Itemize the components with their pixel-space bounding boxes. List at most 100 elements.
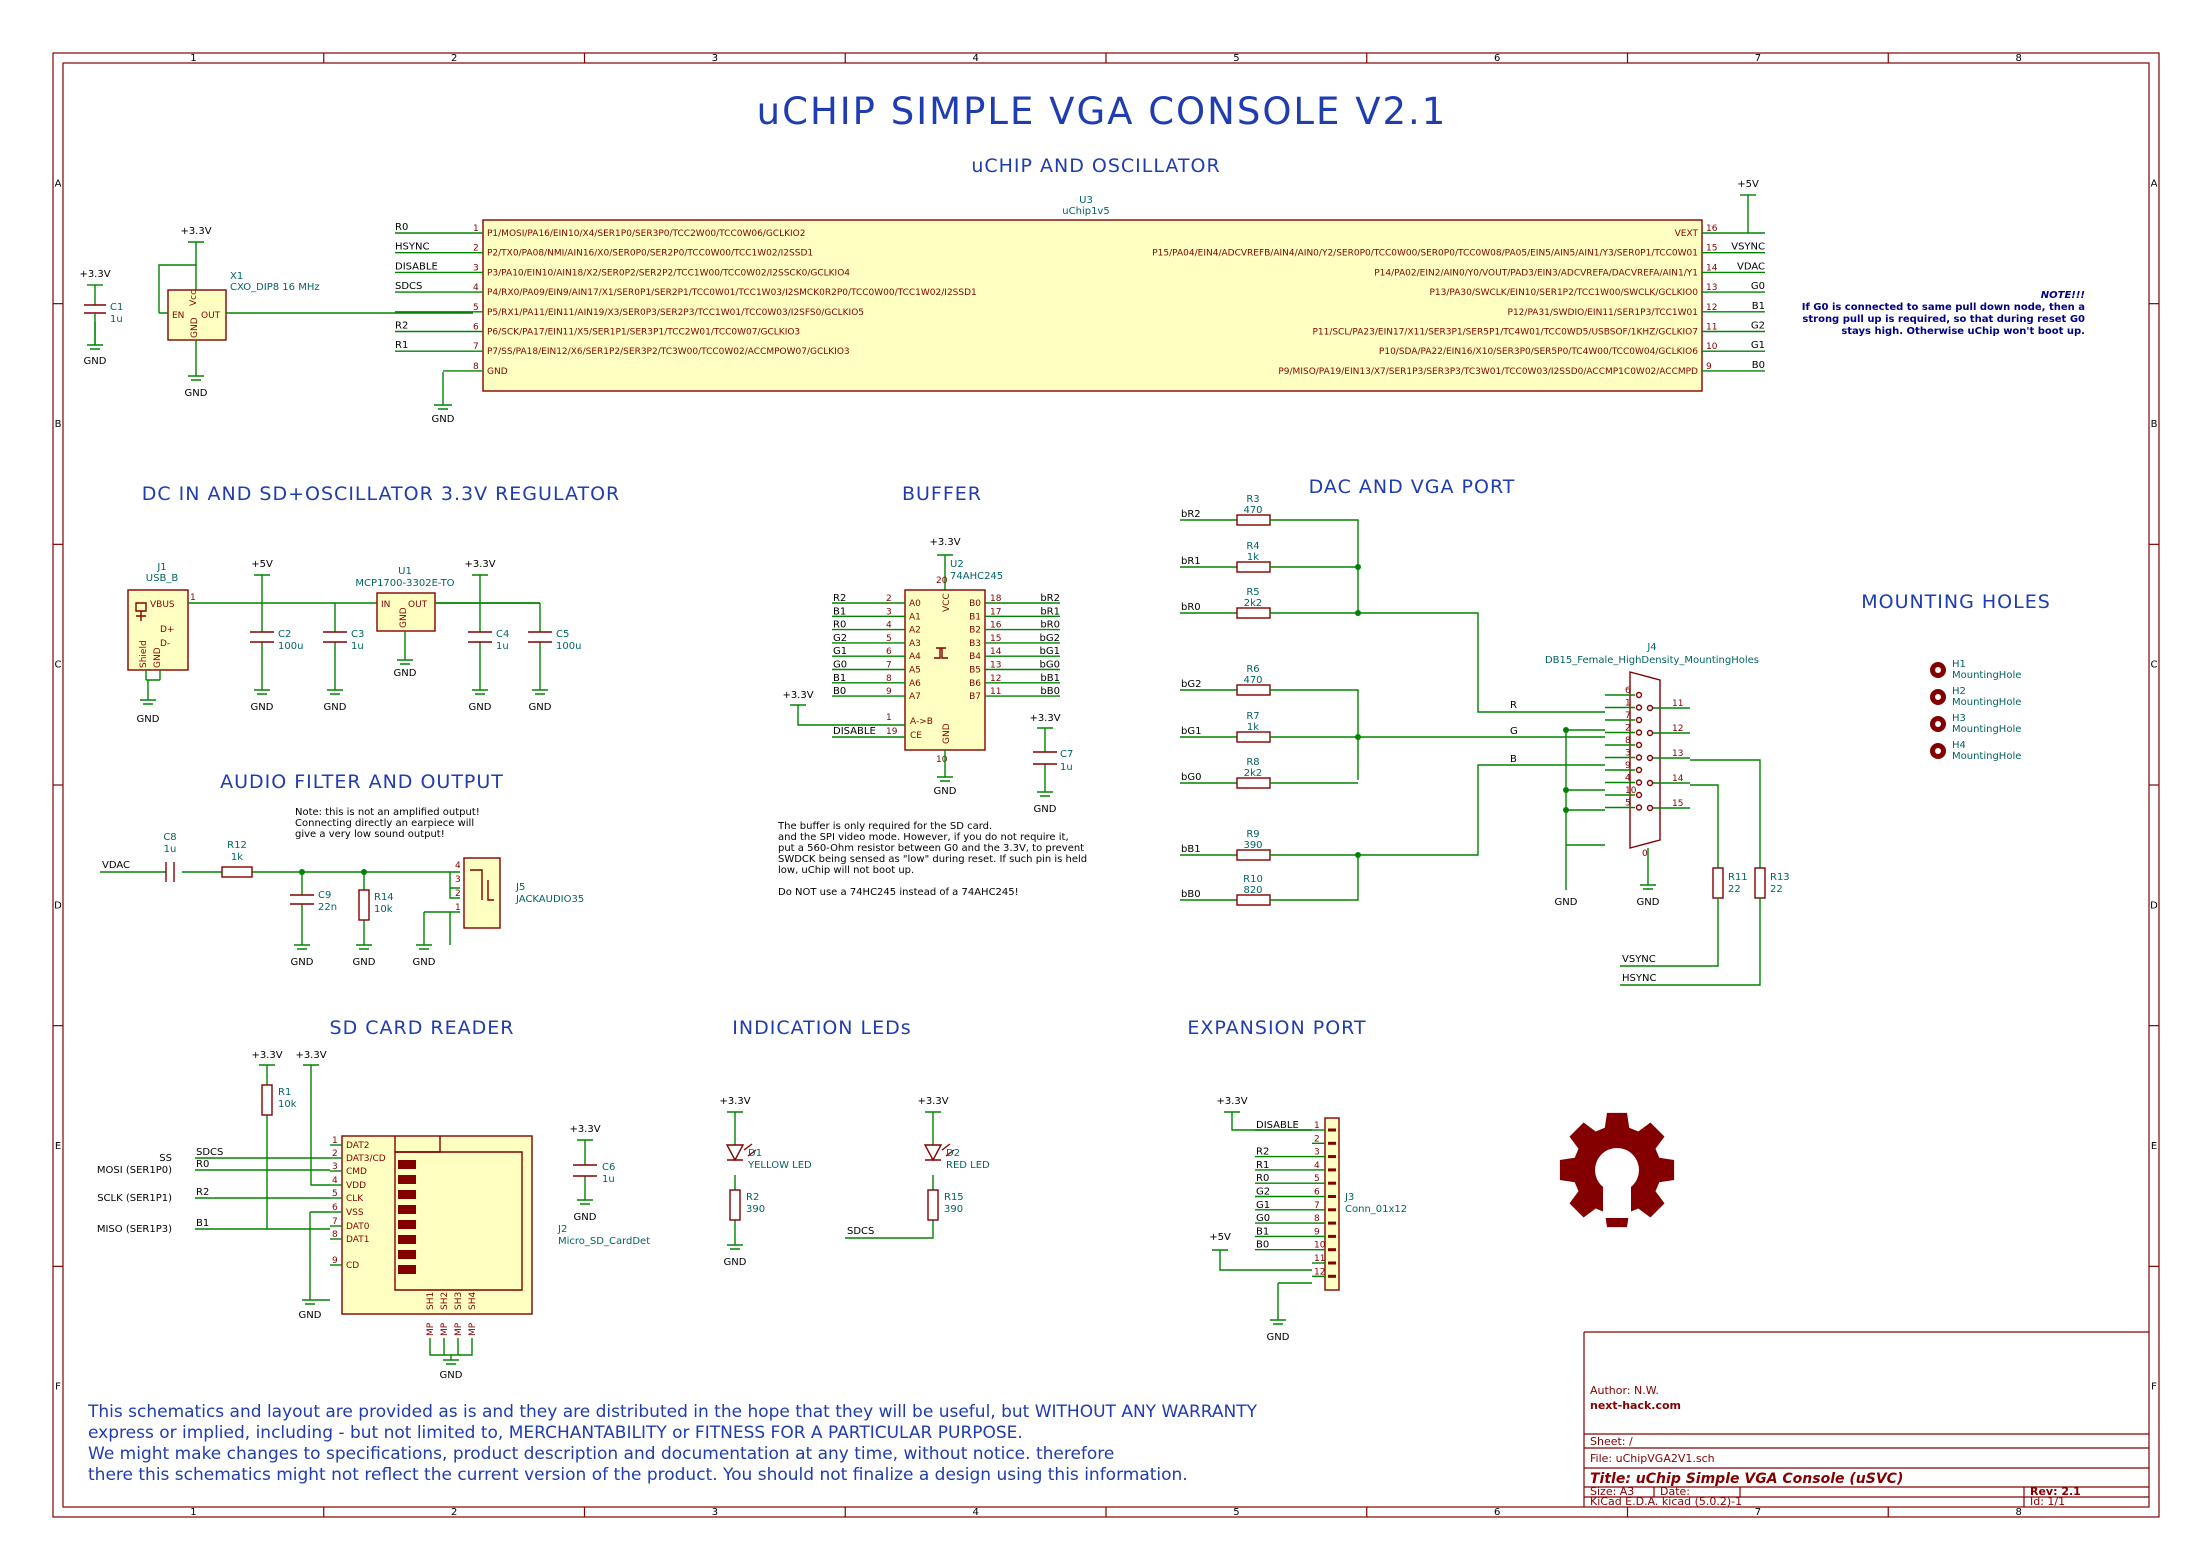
r2-ref: R2 — [746, 1192, 759, 1203]
exp-net-label: DISABLE — [1256, 1120, 1299, 1131]
buffer-b-num: 11 — [990, 687, 1001, 697]
title-block: Author: N.W. next-hack.com Sheet: / File… — [1583, 1331, 2149, 1508]
buffer-a-net: G2 — [833, 633, 847, 644]
j4-left-num: 4 — [1625, 774, 1631, 784]
j4-left-num: 7 — [1625, 711, 1631, 721]
buffer-a-num: 8 — [886, 674, 892, 684]
border-col-label-bottom: 4 — [972, 1507, 978, 1518]
border-col-label-bottom: 2 — [451, 1507, 457, 1518]
dac-res-ref: R8 — [1246, 757, 1259, 768]
buffer-a-net: B0 — [833, 686, 846, 697]
c9-ref: C9 — [318, 890, 331, 901]
j4-left-num: 3 — [1625, 749, 1631, 759]
j4-left-num: 9 — [1625, 761, 1631, 771]
c7-ref: C7 — [1060, 749, 1073, 760]
uchip-left-pin-num: 7 — [473, 342, 479, 352]
c9-value: 22n — [318, 902, 337, 913]
tb-title: Title: uChip Simple VGA Console (uSVC) — [1590, 1471, 1903, 1487]
uchip-right-pin: P13/PA30/SWCLK/EIN10/SER1P2/TCC1W00/SWCL… — [1429, 288, 1698, 298]
buffer-a-pin: A1 — [909, 612, 921, 622]
exp-pin — [1328, 1181, 1336, 1185]
j1-pin-gnd: GND — [153, 647, 163, 668]
sd-pin-num: 4 — [332, 1176, 338, 1186]
buffer-note-line: SWDCK being sensed as "low" during reset… — [778, 854, 1087, 865]
uchip-left-pin-num: 8 — [473, 362, 479, 372]
buffer-a-num: 4 — [886, 621, 892, 631]
osc-body — [167, 289, 227, 341]
dac-resistor — [1236, 894, 1271, 906]
exp-pin-num: 10 — [1314, 1241, 1326, 1251]
exp-pin-num: 7 — [1314, 1201, 1320, 1211]
buffer-a-net: G1 — [833, 646, 847, 657]
uchip-left-pin-num: 1 — [473, 224, 479, 234]
buffer-b-num: 17 — [990, 607, 1001, 617]
border-col-label-top: 6 — [1494, 53, 1500, 64]
uchip-left-net: SDCS — [395, 281, 422, 292]
j4-right-num: 13 — [1672, 749, 1683, 759]
uchip-ref: U3 — [1079, 195, 1093, 206]
tb-id: Id: 1/1 — [2030, 1495, 2065, 1508]
border-col-label-top: 5 — [1233, 53, 1239, 64]
dc-cap-plates — [323, 631, 347, 643]
j4-gnd-2: GND — [1637, 897, 1660, 908]
r14-ref: R14 — [374, 892, 394, 903]
dac-resistor — [1236, 561, 1271, 573]
dac-res-net: bR1 — [1181, 556, 1201, 567]
j1-pin-vbus: VBUS — [150, 600, 175, 610]
j1-gnd: GND — [137, 714, 160, 725]
buffer-a-num: 2 — [886, 594, 892, 604]
sd-pin-name: VDD — [346, 1181, 366, 1191]
c6-value: 1u — [602, 1174, 615, 1185]
uchip-left-net: R2 — [395, 321, 408, 332]
exp-pin-num: 4 — [1314, 1161, 1320, 1171]
d2-value: RED LED — [946, 1160, 990, 1171]
u1-pin-out: OUT — [408, 600, 428, 610]
j4-contact — [1646, 804, 1654, 812]
sd-gnd-1: GND — [299, 1310, 322, 1321]
d1-ref: D1 — [748, 1148, 762, 1159]
uchip-right-pin-num: 11 — [1706, 323, 1717, 333]
c7-gnd: GND — [1034, 804, 1057, 815]
leds-sdcs: SDCS — [847, 1226, 874, 1237]
uchip-right-pin: VEXT — [1675, 229, 1699, 239]
oscillator: X1 CXO_DIP8 16 MHz EN OUT Vcc GND +3.3V … — [158, 226, 473, 399]
buffer-b-net: bR2 — [1040, 593, 1060, 604]
j4-left-num: 8 — [1625, 736, 1631, 746]
j4-contact — [1646, 779, 1654, 787]
uchip-left-net: R0 — [395, 222, 408, 233]
buffer-b-pin: B5 — [969, 666, 981, 676]
j4-zero: 0 — [1642, 849, 1648, 859]
sd-signal-name: MOSI (SER1P0) — [97, 1165, 172, 1176]
exp-pin — [1328, 1248, 1336, 1252]
c6-supply: +3.3V — [569, 1124, 600, 1135]
buffer-a-pin: A5 — [909, 666, 921, 676]
exp-pin — [1328, 1128, 1336, 1132]
sd-mp-label: MP — [426, 1322, 436, 1336]
exp-supply33: +3.3V — [1216, 1096, 1247, 1107]
expansion-port: +3.3V +5V GND 1DISABLE23R24R15R06G27G18G… — [1209, 1096, 1407, 1343]
heading-mount: MOUNTING HOLES — [1861, 591, 2051, 613]
buffer-b-net: bR0 — [1040, 620, 1060, 631]
d1-supply: +3.3V — [719, 1096, 750, 1107]
dac-res-value: 820 — [1243, 885, 1262, 896]
sd-pin-num: 9 — [332, 1256, 338, 1266]
led-d2-symbol — [923, 1144, 943, 1162]
note-line-3: stays high. Otherwise uChip won't boot u… — [1841, 326, 2085, 337]
uchip-left-pin-num: 3 — [473, 263, 479, 273]
dac-res-net: bB0 — [1181, 889, 1201, 900]
j4-left-num: 6 — [1625, 686, 1631, 696]
uchip-right-pin-num: 15 — [1706, 244, 1717, 254]
disclaimer-2: express or implied, including - but not … — [88, 1423, 1023, 1443]
heading-leds: INDICATION LEDs — [732, 1017, 911, 1039]
j4-right-num: 15 — [1672, 799, 1683, 809]
buffer-b-pin: B1 — [969, 612, 981, 622]
vsync-label: VSYNC — [1622, 954, 1656, 965]
sd-pin-name: CMD — [346, 1167, 367, 1177]
j5-gnd: GND — [413, 957, 436, 968]
buffer-dir-num: 1 — [886, 713, 892, 723]
mounting-hole-center — [1935, 667, 1941, 673]
buffer-value: 74AHC245 — [950, 571, 1003, 582]
j4-left-num: 2 — [1625, 724, 1631, 734]
